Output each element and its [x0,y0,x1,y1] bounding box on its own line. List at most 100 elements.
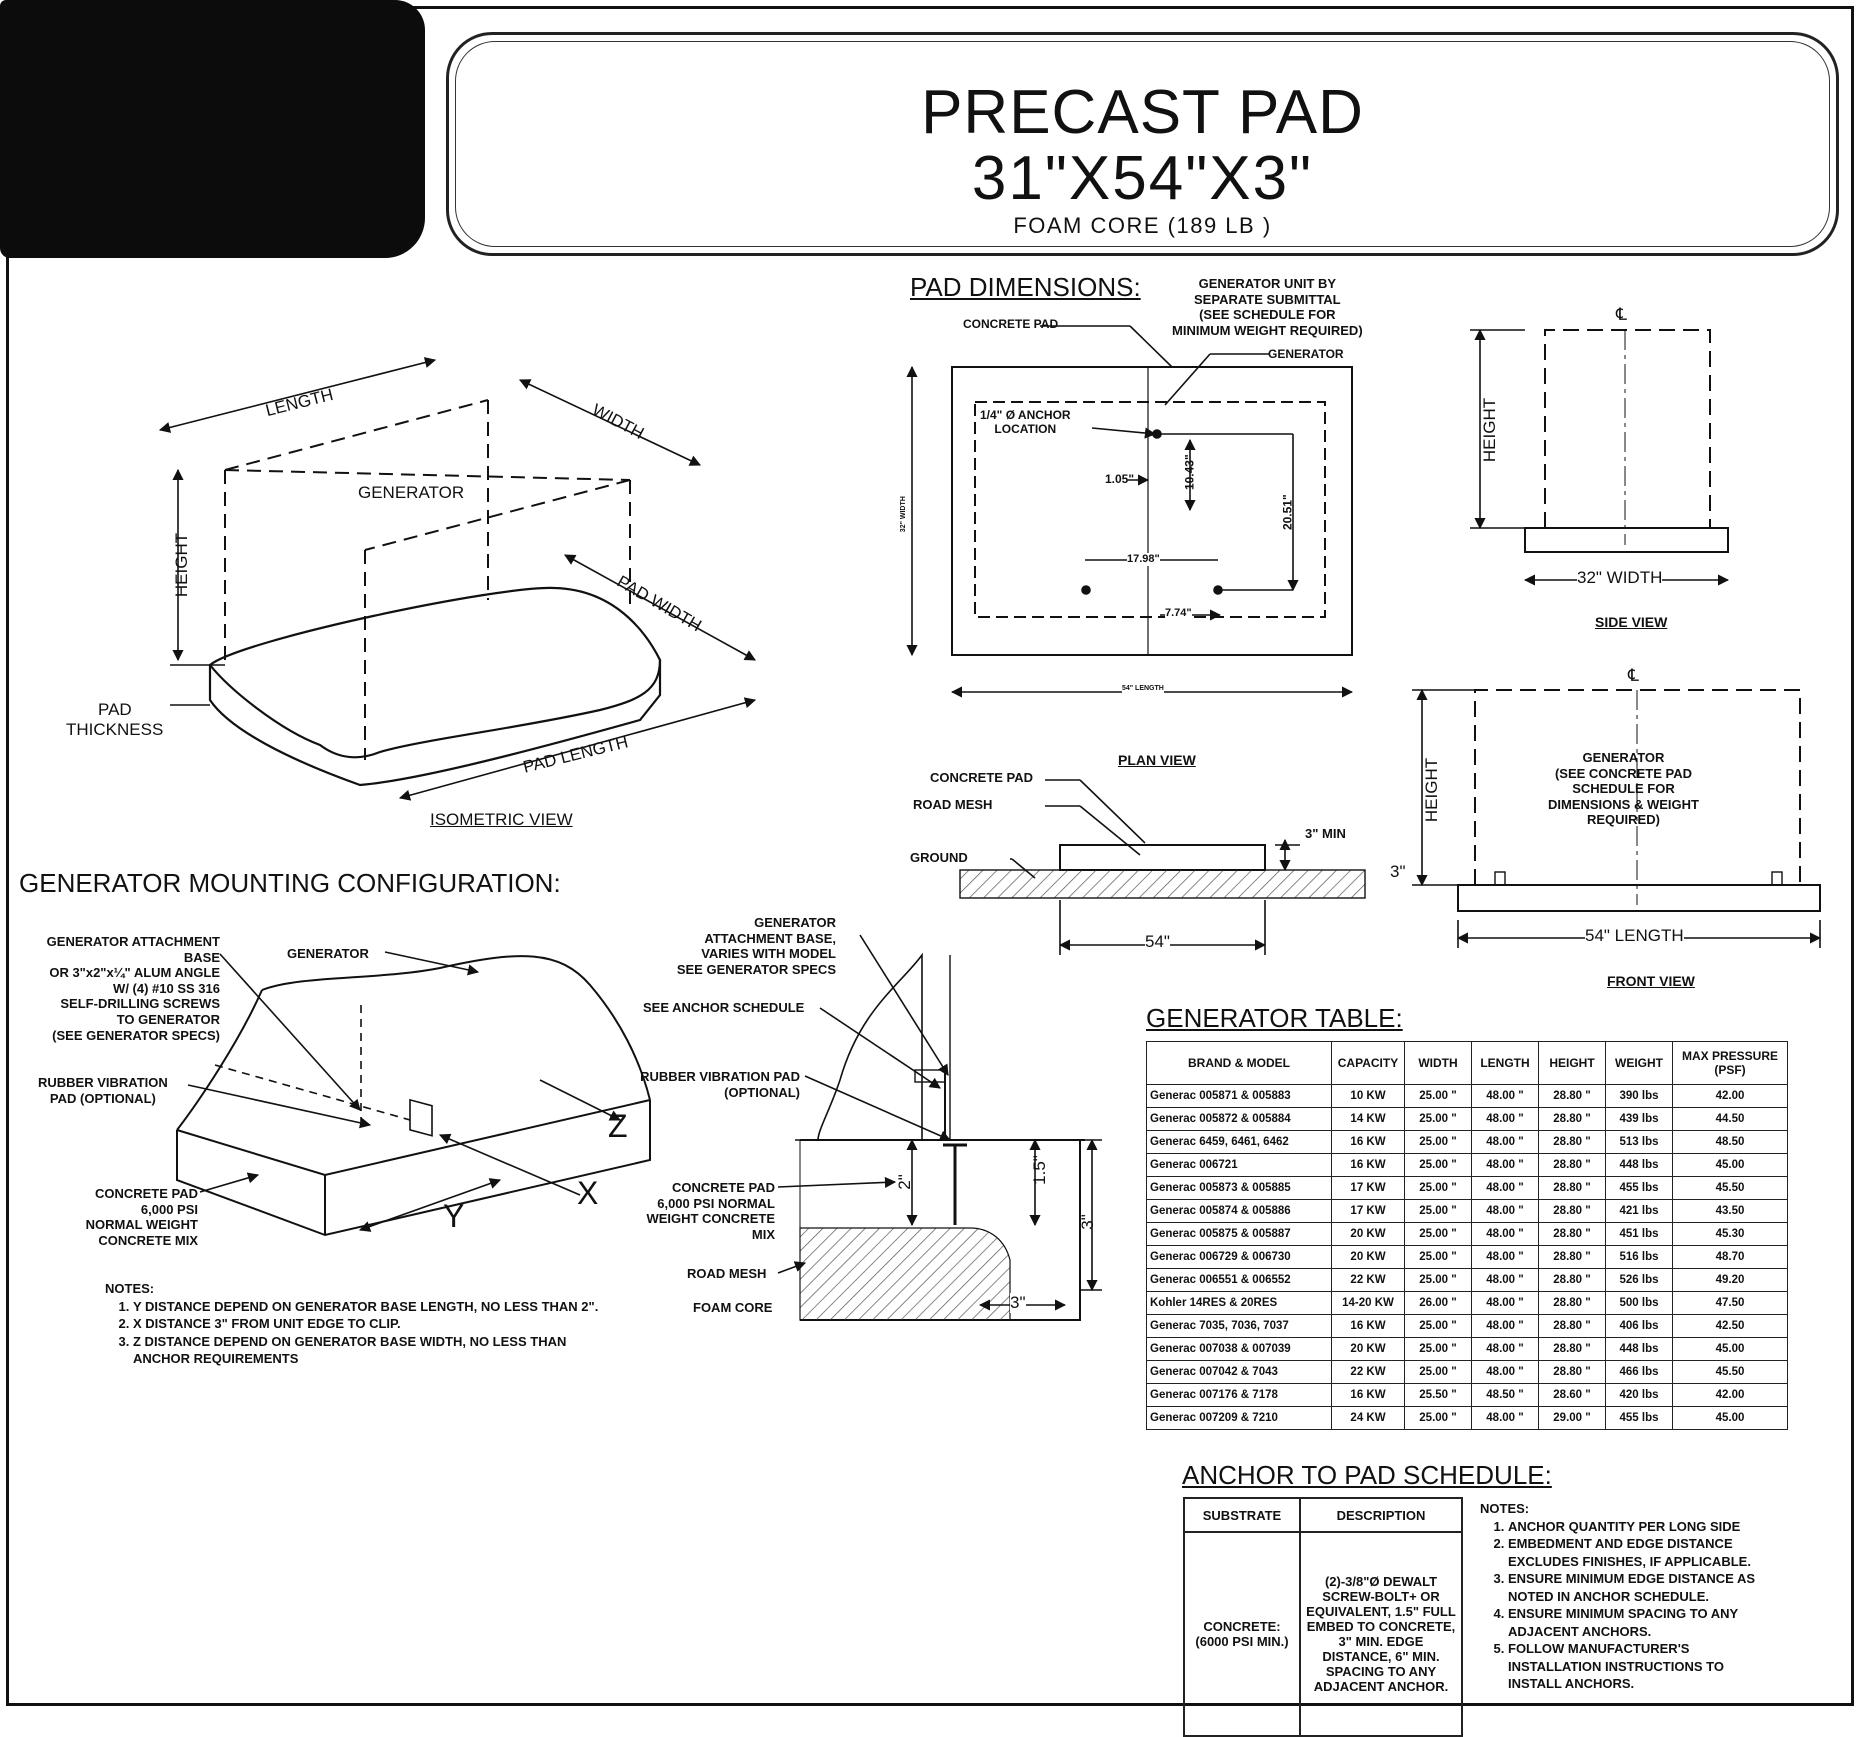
table-cell: 17 KW [1331,1176,1405,1200]
table-cell: 20 KW [1331,1222,1405,1246]
table-cell: Generac 005875 & 005887 [1146,1222,1332,1246]
table-cell: 451 lbs [1605,1222,1673,1246]
table-cell: 48.00 " [1471,1268,1539,1292]
front-centerline-icon: ℄ [1628,666,1639,685]
section-view [959,779,1366,955]
table-cell: 526 lbs [1605,1268,1673,1292]
table-cell: 25.00 " [1404,1176,1472,1200]
detail-3-vertical-dim: 3" [1077,1214,1097,1230]
axis-z-label: Z [608,1108,628,1144]
iso-pad-label: PAD [98,700,132,719]
table-cell: 16 KW [1331,1383,1405,1407]
col-capacity: CAPACITY [1331,1041,1405,1085]
iso-generator-label: GENERATOR [358,483,465,502]
table-cell: 25.00 " [1404,1360,1472,1384]
side-centerline-icon: ℄ [1616,305,1627,324]
side-view [1470,328,1730,586]
table-cell: 16 KW [1331,1314,1405,1338]
table-cell: 466 lbs [1605,1360,1673,1384]
table-cell: 14-20 KW [1331,1291,1405,1315]
table-cell: 455 lbs [1605,1176,1673,1200]
table-cell: 516 lbs [1605,1245,1673,1269]
table-cell: 25.00 " [1404,1222,1472,1246]
table-cell: Generac 7035, 7036, 7037 [1146,1314,1332,1338]
col-max-pressure: MAX PRESSURE (PSF) [1672,1041,1788,1085]
front-length-dim: 54" LENGTH [1585,926,1684,946]
table-cell: 28.80 " [1538,1153,1606,1177]
table-cell: Generac 006729 & 006730 [1146,1245,1332,1269]
table-cell: Generac 007176 & 7178 [1146,1383,1332,1407]
detail-anchor-schedule-label: SEE ANCHOR SCHEDULE [643,1000,805,1015]
table-cell: Generac 005873 & 005885 [1146,1176,1332,1200]
table-cell: 455 lbs [1605,1406,1673,1430]
redacted-logo [0,0,425,258]
plan-width-dim: 32" WIDTH [899,496,907,533]
table-cell: 28.80 " [1538,1360,1606,1384]
generator-table: BRAND & MODEL CAPACITY WIDTH LENGTH HEIG… [1146,1041,1788,1430]
table-cell: 48.00 " [1471,1291,1539,1315]
table-cell: 45.00 [1672,1153,1788,1177]
table-cell: 42.00 [1672,1084,1788,1108]
table-cell: 25.00 " [1404,1130,1472,1154]
table-cell: 28.80 " [1538,1130,1606,1154]
section-road-mesh-label: ROAD MESH [913,797,993,812]
detail-road-mesh-label: ROAD MESH [687,1266,767,1281]
table-cell: 25.00 " [1404,1199,1472,1223]
table-cell: 28.80 " [1538,1314,1606,1338]
table-cell: 420 lbs [1605,1383,1673,1407]
axis-x-label: X [577,1175,599,1211]
plan-dim-1798: 17.98" [1127,553,1160,567]
table-cell: 10 KW [1331,1084,1405,1108]
table-cell: 25.00 " [1404,1153,1472,1177]
mount-notes: NOTES: Y DISTANCE DEPEND ON GENERATOR BA… [105,1280,598,1368]
table-cell: 45.00 [1672,1406,1788,1430]
table-cell: Generac 006551 & 006552 [1146,1268,1332,1292]
table-cell: 28.80 " [1538,1268,1606,1292]
plan-dim-774: 7.74" [1165,607,1192,621]
drawing-sheet [6,6,1854,1706]
col-description: DESCRIPTION [1299,1497,1463,1533]
section-concrete-pad-label: CONCRETE PAD [930,770,1034,785]
table-cell: Generac 007042 & 7043 [1146,1360,1332,1384]
table-cell: 22 KW [1331,1268,1405,1292]
table-cell: 25.00 " [1404,1268,1472,1292]
table-cell: 48.70 [1672,1245,1788,1269]
table-cell: 28.80 " [1538,1107,1606,1131]
table-cell: 25.50 " [1404,1383,1472,1407]
table-cell: 44.50 [1672,1107,1788,1131]
table-cell: 48.00 " [1471,1406,1539,1430]
col-width: WIDTH [1404,1041,1472,1085]
detail-2-dim: 2" [894,1174,914,1190]
plan-dim-105: 1.05" [1105,472,1135,486]
table-cell: 439 lbs [1605,1107,1673,1131]
table-cell: 48.00 " [1471,1084,1539,1108]
table-cell: 48.00 " [1471,1245,1539,1269]
table-cell: 45.00 [1672,1337,1788,1361]
table-cell: 48.50 [1672,1130,1788,1154]
table-cell: 16 KW [1331,1153,1405,1177]
table-cell: 43.50 [1672,1199,1788,1223]
table-cell: Generac 005871 & 005883 [1146,1084,1332,1108]
table-cell: Generac 006721 [1146,1153,1332,1177]
col-weight: WEIGHT [1605,1041,1673,1085]
table-cell: 390 lbs [1605,1084,1673,1108]
anchor-detail [777,934,1102,1321]
heading-anchor-schedule: ANCHOR TO PAD SCHEDULE: [1182,1460,1552,1490]
table-cell: 49.20 [1672,1268,1788,1292]
section-ground-label: GROUND [910,850,968,865]
